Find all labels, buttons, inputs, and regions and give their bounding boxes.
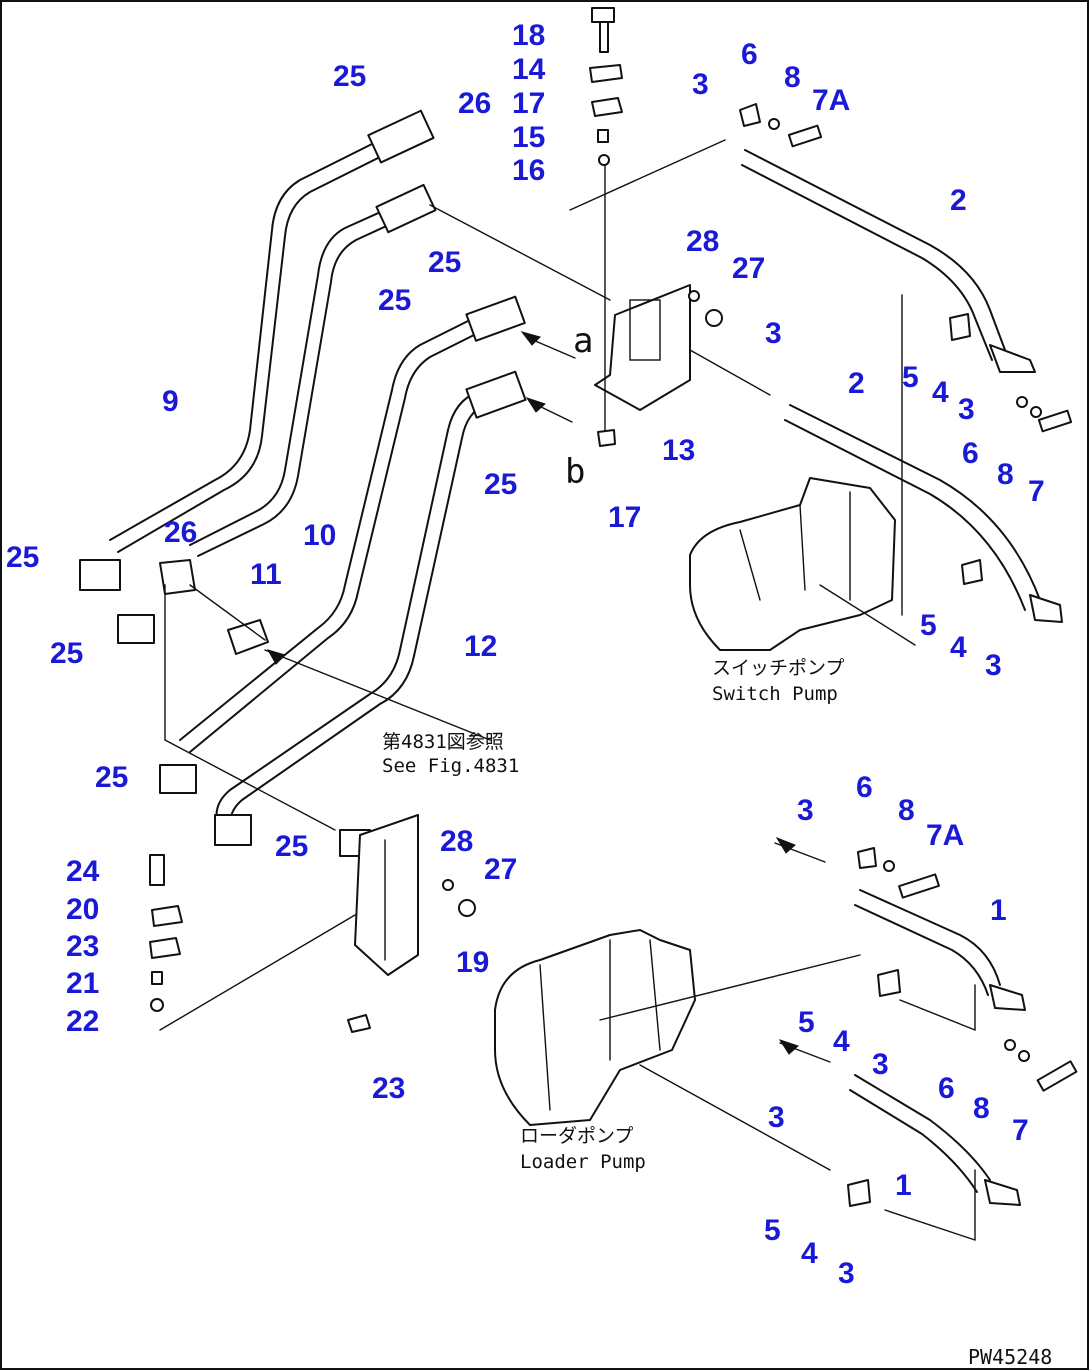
callout-26: 26 <box>164 516 197 549</box>
callout-16: 16 <box>512 154 545 187</box>
callout-4: 4 <box>801 1237 818 1270</box>
callout-18: 18 <box>512 19 545 52</box>
hose-1-upper <box>854 889 1026 1011</box>
callout-25: 25 <box>275 830 308 863</box>
callout-6: 6 <box>741 38 758 71</box>
callout-10: 10 <box>303 519 336 552</box>
callout-27: 27 <box>484 853 517 886</box>
callout-3: 3 <box>838 1257 855 1290</box>
callout-28: 28 <box>440 825 473 858</box>
callout-8: 8 <box>784 61 801 94</box>
hose-1-lower <box>849 1074 1021 1206</box>
callout-25: 25 <box>428 246 461 279</box>
callout-7: 7 <box>1012 1114 1029 1147</box>
callout-23: 23 <box>66 930 99 963</box>
hose-9 <box>109 139 391 553</box>
hose-2-upper <box>741 149 1036 373</box>
callout-4: 4 <box>833 1025 850 1058</box>
bracket-19 <box>354 814 419 976</box>
hose-10 <box>189 209 396 557</box>
switch-pump <box>689 294 916 651</box>
callout-8: 8 <box>898 794 915 827</box>
callout-4: 4 <box>950 631 967 664</box>
callout-3: 3 <box>692 68 709 101</box>
callout-20: 20 <box>66 893 99 926</box>
callout-21: 21 <box>66 967 99 1000</box>
view-marker-b: b <box>565 452 585 492</box>
callout-7a: 7A <box>812 84 850 117</box>
callout-17: 17 <box>512 87 545 120</box>
view-marker-a: a <box>573 321 593 361</box>
callout-25: 25 <box>50 637 83 670</box>
callout-25: 25 <box>484 468 517 501</box>
callout-6: 6 <box>938 1072 955 1105</box>
callout-2: 2 <box>950 184 967 217</box>
callout-3: 3 <box>872 1048 889 1081</box>
callout-3: 3 <box>958 393 975 426</box>
hose-2-lower <box>784 404 1063 623</box>
callout-1: 1 <box>990 894 1007 927</box>
callout-3: 3 <box>985 649 1002 682</box>
callout-6: 6 <box>962 437 979 470</box>
see-fig-label-jp: 第4831図参照 <box>382 731 504 753</box>
callout-25: 25 <box>6 541 39 574</box>
switch-pump-label-jp: スイッチポンプ <box>712 657 844 679</box>
callout-14: 14 <box>512 53 546 86</box>
callout-25: 25 <box>95 761 128 794</box>
loader-pump <box>494 929 976 1241</box>
loader-pump-label-en: Loader Pump <box>520 1151 646 1173</box>
callout-5: 5 <box>764 1214 781 1247</box>
callout-7a: 7A <box>926 819 964 852</box>
callout-24: 24 <box>66 855 100 888</box>
callout-4: 4 <box>932 376 949 409</box>
callout-25: 25 <box>378 284 411 317</box>
bracket-13 <box>594 159 691 431</box>
callout-1: 1 <box>895 1169 912 1202</box>
hardware <box>149 7 1078 1207</box>
callout-8: 8 <box>997 458 1014 491</box>
callout-3: 3 <box>768 1101 785 1134</box>
notes: スイッチポンプ Switch Pump ローダポンプ Loader Pump 第… <box>382 657 1052 1369</box>
loader-pump-label-jp: ローダポンプ <box>520 1125 633 1147</box>
hose-12 <box>215 391 487 829</box>
callout-28: 28 <box>686 225 719 258</box>
callout-2: 2 <box>848 367 865 400</box>
callout-26: 26 <box>458 87 491 120</box>
callout-5: 5 <box>920 609 937 642</box>
callout-25: 25 <box>333 60 366 93</box>
callout-11: 11 <box>250 558 282 591</box>
callout-19: 19 <box>456 946 489 979</box>
callout-5: 5 <box>902 361 919 394</box>
see-fig-label-en: See Fig.4831 <box>382 755 519 777</box>
callout-6: 6 <box>856 771 873 804</box>
callout-9: 9 <box>162 385 179 418</box>
callout-17: 17 <box>608 501 641 534</box>
hose-11 <box>179 319 481 753</box>
callout-22: 22 <box>66 1005 99 1038</box>
callout-15: 15 <box>512 121 545 154</box>
callout-27: 27 <box>732 252 765 285</box>
callout-7: 7 <box>1028 475 1045 508</box>
callout-12: 12 <box>464 630 497 663</box>
switch-pump-label-en: Switch Pump <box>712 683 838 705</box>
callout-8: 8 <box>973 1092 990 1125</box>
callout-3: 3 <box>765 317 782 350</box>
callout-3: 3 <box>797 794 814 827</box>
callout-5: 5 <box>798 1006 815 1039</box>
reference-number: PW45248 <box>968 1345 1052 1369</box>
leader-lines <box>159 139 976 1241</box>
callout-23: 23 <box>372 1072 405 1105</box>
arrow-heads <box>266 331 799 1055</box>
callout-13: 13 <box>662 434 695 467</box>
